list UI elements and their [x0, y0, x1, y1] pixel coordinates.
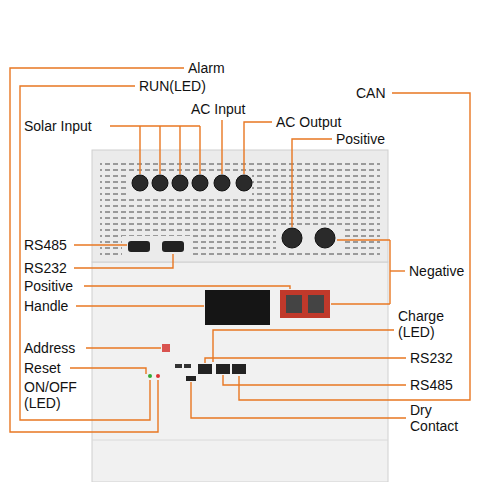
callout-label: Dry Contact [410, 402, 472, 434]
drawing-part [276, 226, 342, 250]
drawing-part [132, 175, 335, 248]
leader-line [199, 126, 200, 174]
drawing-part [286, 295, 302, 313]
leader-line [213, 330, 394, 362]
callout-label: AC Output [276, 114, 341, 130]
drawing-part [92, 440, 388, 441]
drawing-part [100, 160, 380, 255]
leader-line [84, 286, 290, 289]
drawing-part [214, 175, 230, 191]
callout-label: RS232 [24, 260, 67, 276]
drawing-part [172, 175, 188, 191]
drawing-part [280, 290, 330, 318]
leader-line [390, 270, 405, 271]
leader-line [70, 368, 146, 374]
leader-line [74, 254, 173, 268]
leader-line [331, 303, 390, 304]
drawing-part [205, 290, 270, 325]
drawing-part [175, 364, 182, 368]
callout-label: Negative [409, 263, 464, 279]
leader-line [10, 68, 184, 432]
callout-label: Handle [24, 298, 68, 314]
callout-label: CAN [356, 85, 386, 101]
callout-label: Positive [24, 278, 73, 294]
leader-line [239, 93, 470, 400]
callout-label: RS232 [410, 350, 453, 366]
leader-line [159, 126, 160, 174]
drawing-part [152, 175, 168, 191]
leader-line [179, 126, 180, 174]
drawing-part [92, 150, 388, 262]
drawing-part [308, 295, 324, 313]
callout-label: Reset [24, 360, 61, 376]
callout-label: Alarm [188, 60, 225, 76]
drawing-part [10, 68, 470, 432]
drawing-part [162, 344, 170, 352]
leader-line [292, 139, 332, 227]
leader-line [20, 86, 150, 420]
leader-line [139, 126, 140, 174]
leader-line [244, 122, 272, 174]
drawing-part [148, 374, 152, 378]
drawing-part [92, 262, 388, 482]
leader-line [74, 244, 127, 245]
callout-label: Solar Input [24, 118, 92, 134]
callout-label: ON/OFF (LED) [24, 379, 106, 411]
callout-label: AC Input [191, 101, 245, 117]
callout-label: Charge (LED) [398, 308, 468, 340]
drawing-part [282, 228, 302, 248]
callout-label: Positive [336, 131, 385, 147]
leader-line [76, 305, 204, 306]
leader-line [191, 382, 406, 418]
callout-label: Address [24, 340, 75, 356]
drawing-part [184, 364, 191, 368]
drawing-part [232, 364, 246, 374]
drawing-part [156, 374, 160, 378]
leader-line [110, 125, 200, 126]
leader-line [389, 240, 390, 304]
leader-line [221, 120, 222, 174]
leader-line [337, 239, 390, 240]
callout-label: RS485 [24, 237, 67, 253]
drawing-part [128, 241, 150, 252]
drawing-part [162, 241, 184, 252]
leader-line [223, 375, 406, 385]
drawing-part [198, 364, 212, 374]
drawing-part [315, 228, 335, 248]
callout-label: RUN(LED) [139, 78, 206, 94]
drawing-part [128, 172, 252, 196]
drawing-part [192, 175, 208, 191]
drawing-part [186, 376, 196, 381]
leader-line [86, 347, 161, 348]
leader-line [205, 358, 406, 363]
drawing-part [216, 364, 230, 374]
drawing-part [236, 175, 252, 191]
drawing-part [122, 236, 190, 256]
drawing-part [132, 175, 148, 191]
callout-label: RS485 [410, 377, 453, 393]
